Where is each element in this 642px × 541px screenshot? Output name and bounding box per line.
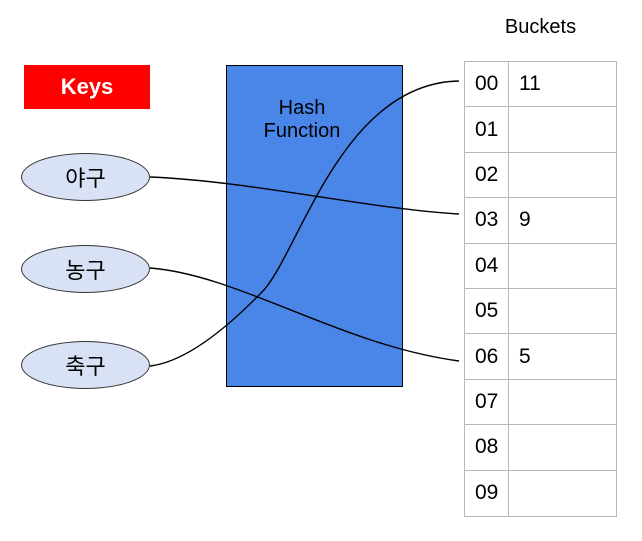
bucket-row: 00 11: [465, 62, 616, 108]
key-ellipse-basketball: 농구: [21, 245, 150, 293]
bucket-value: [509, 289, 616, 333]
buckets-title: Buckets: [504, 16, 577, 38]
bucket-value: 5: [519, 344, 531, 368]
bucket-index: 06: [465, 334, 509, 379]
bucket-value: [509, 244, 616, 288]
bucket-index: 00: [465, 62, 509, 107]
bucket-row: 05: [465, 288, 616, 335]
bucket-index: 09: [465, 470, 509, 516]
bucket-row: 08: [465, 425, 616, 471]
bucket-value: [509, 153, 616, 197]
bucket-index: 08: [465, 425, 509, 470]
bucket-value: 9: [519, 208, 531, 232]
bucket-index: 04: [465, 243, 509, 288]
bucket-row: 04: [465, 243, 616, 289]
key-label: 야구: [65, 166, 106, 191]
bucket-value: [509, 425, 616, 469]
bucket-row: 09: [465, 470, 616, 516]
keys-header-label: Keys: [60, 74, 114, 99]
bucket-row: 01: [465, 107, 616, 153]
bucket-value: [509, 380, 616, 424]
bucket-row: 03 9: [465, 198, 616, 244]
hash-function-box: Hash Function: [226, 65, 403, 387]
bucket-index: 03: [465, 198, 509, 243]
bucket-value: 11: [519, 72, 541, 96]
bucket-index: 01: [465, 107, 509, 152]
bucket-row: 07: [465, 379, 616, 426]
bucket-index: 07: [465, 379, 509, 425]
key-ellipse-baseball: 야구: [21, 153, 150, 201]
bucket-index: 02: [465, 152, 509, 198]
bucket-value: [509, 471, 616, 516]
bucket-index: 05: [465, 288, 509, 334]
hash-function-label: Hash Function: [263, 97, 341, 142]
key-label: 축구: [65, 354, 106, 379]
bucket-row: 02: [465, 152, 616, 199]
keys-header-box: Keys: [24, 65, 150, 109]
bucket-value: [509, 107, 616, 151]
key-ellipse-soccer: 축구: [21, 341, 150, 389]
bucket-row: 06 5: [465, 334, 616, 380]
key-label: 농구: [65, 258, 106, 283]
